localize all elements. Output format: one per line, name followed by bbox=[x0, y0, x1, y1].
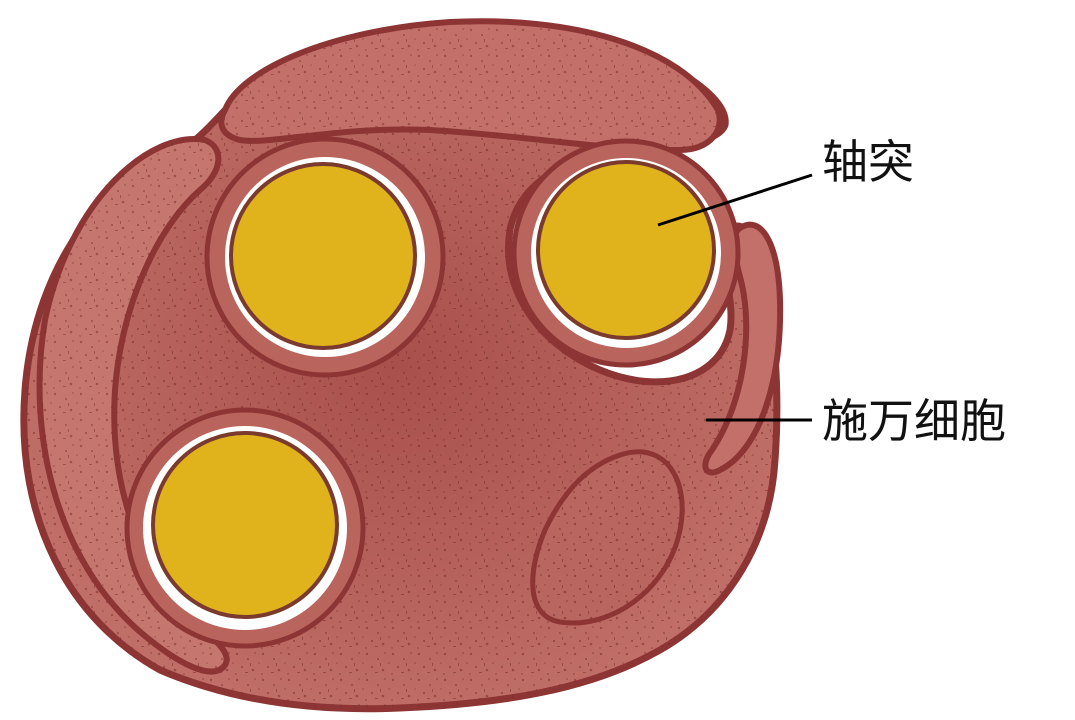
axon-label: 轴突 bbox=[822, 135, 914, 189]
schwann-cell-label: 施万细胞 bbox=[822, 394, 1006, 448]
axon-upper-right bbox=[514, 141, 738, 365]
axon-lower-left bbox=[127, 410, 363, 646]
schwann-cell-upper-fold bbox=[221, 21, 719, 150]
axon-upper-left bbox=[207, 139, 443, 375]
